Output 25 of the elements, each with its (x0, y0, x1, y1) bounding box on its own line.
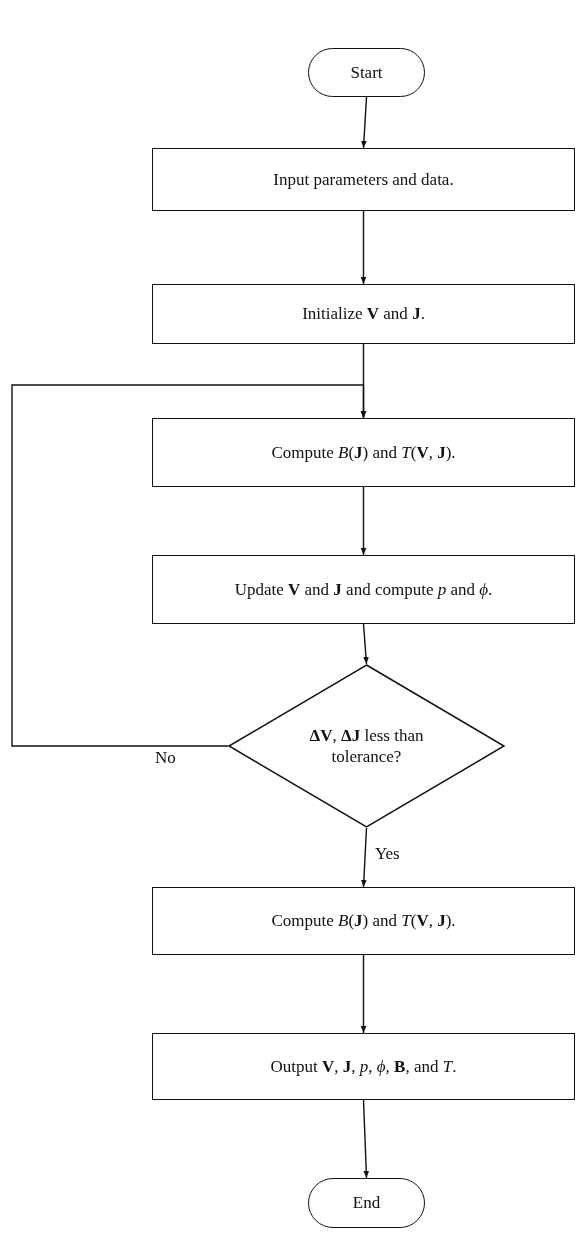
node-label: ΔV, ΔJ less than tolerance? (308, 724, 425, 768)
node-label: End (352, 1192, 381, 1214)
node-label: Output V, J, p, ϕ, B, and T. (270, 1055, 457, 1078)
node-label: Start (350, 61, 383, 84)
arrow (361, 96, 368, 149)
node-label: Update V and J and compute p and ϕ. (234, 578, 493, 601)
arrow (360, 486, 367, 556)
arrow (362, 1099, 370, 1179)
node-label: Compute B(J) and T(V, J). (271, 910, 456, 932)
node-label: Compute B(J) and T(V, J). (271, 441, 456, 464)
process-box (152, 887, 575, 955)
arrow (11, 384, 367, 747)
process-box (152, 284, 575, 344)
terminal-pill (308, 48, 425, 97)
arrow (360, 954, 367, 1034)
node-label: Input parameters and data. (273, 168, 454, 191)
process-box (152, 1033, 575, 1100)
process-box (152, 418, 575, 487)
process-box (152, 555, 575, 624)
node-label: Initialize V and J. (302, 303, 425, 325)
process-box (152, 148, 575, 211)
arrow (362, 623, 369, 665)
arrow (360, 210, 367, 285)
arrow (361, 827, 368, 888)
terminal-pill (308, 1178, 425, 1228)
